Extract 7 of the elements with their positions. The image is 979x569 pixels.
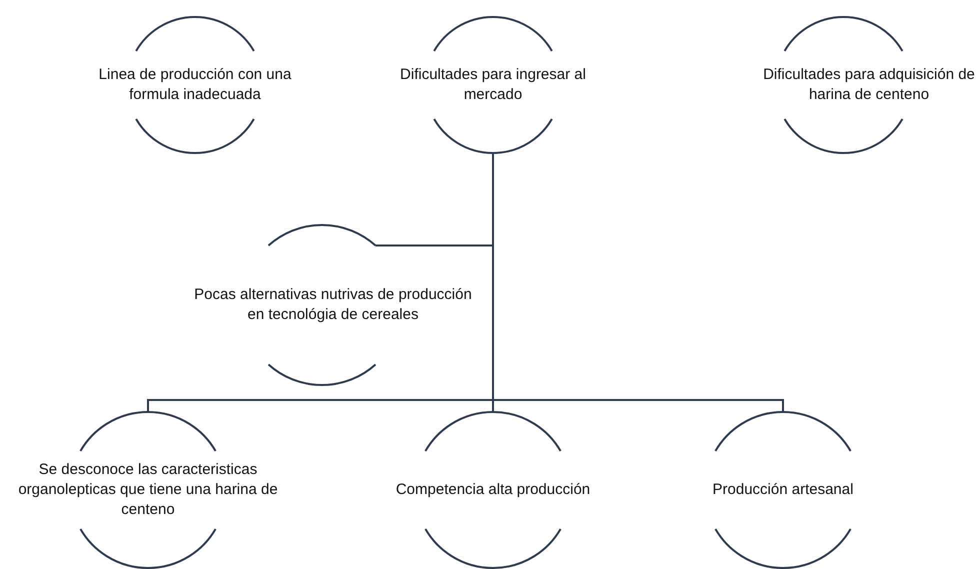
node-label: Pocas alternativas nutrivas de producción en tecnológia de cereales (193, 285, 473, 325)
node-label: Se desconoce las caracteristicas organolepticas que tiene una harina de centeno (17, 460, 279, 520)
node-label: Dificultades para adquisición de harina de centeno (762, 65, 976, 105)
node-label: Linea de producción con una formula inadecuada (98, 65, 292, 105)
node-label: Competencia alta producción (394, 480, 592, 500)
node-label: Producción artesanal (712, 480, 854, 500)
node-label: Dificultades para ingresar al mercado (399, 65, 587, 105)
